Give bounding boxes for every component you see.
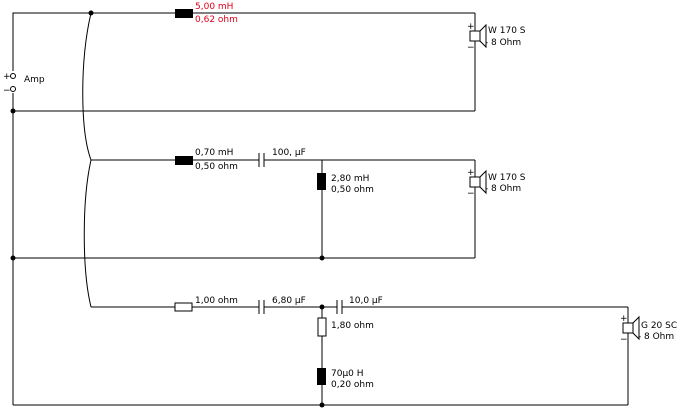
branch1-speaker-dash: - bbox=[485, 38, 488, 48]
speaker-magnet-icon bbox=[469, 30, 481, 42]
branch3-shunt-resistor bbox=[317, 317, 327, 337]
amp-minus-sign: − bbox=[3, 86, 11, 96]
branch3-speaker-impedance: 8 Ohm bbox=[644, 332, 674, 342]
amp-minus-terminal bbox=[10, 86, 16, 92]
amp-plus-wire bbox=[12, 12, 91, 71]
branch1-speaker-minus: − bbox=[467, 43, 475, 53]
branch3-shunt-inductor bbox=[317, 368, 326, 385]
branch2-speaker-name: W 170 S bbox=[488, 173, 526, 183]
feed-curve bbox=[82, 12, 92, 308]
branch2-speaker-plus: + bbox=[467, 168, 475, 178]
branch3-shunt-inductor-value: 70µ0 H bbox=[331, 369, 364, 379]
branch3-capacitor1-value: 6,80 µF bbox=[272, 296, 306, 306]
branch2-series-inductor-resistance: 0,50 ohm bbox=[195, 162, 238, 172]
branch1-speaker-name: W 170 S bbox=[488, 26, 526, 36]
speaker-magnet-icon bbox=[469, 176, 481, 188]
branch2-speaker-minus: − bbox=[467, 189, 475, 199]
speaker-magnet-icon bbox=[622, 322, 634, 334]
speaker-cone-icon bbox=[632, 315, 640, 341]
branch3-series-resistor bbox=[174, 302, 193, 312]
branch2-series-inductor-value: 0,70 mH bbox=[195, 148, 233, 158]
speaker-cone-icon bbox=[479, 169, 487, 195]
branch3-shunt-resistor-value: 1,80 ohm bbox=[331, 321, 374, 331]
speaker-cone-icon bbox=[479, 23, 487, 49]
amp-plus-sign: + bbox=[3, 72, 11, 82]
branch1-inductor-value: 5,00 mH bbox=[195, 2, 233, 12]
branch2-speaker-impedance: 8 Ohm bbox=[491, 184, 521, 194]
branch3-speaker-minus: − bbox=[620, 335, 628, 345]
branch1-speaker-plus: + bbox=[467, 22, 475, 32]
branch2-shunt-inductor-value: 2,80 mH bbox=[331, 174, 369, 184]
branch2-speaker bbox=[469, 169, 487, 195]
branch2-series-inductor bbox=[175, 156, 193, 165]
branch3-speaker bbox=[622, 315, 640, 341]
amp-label: Amp bbox=[24, 75, 45, 85]
amp-terminals: + − Amp bbox=[3, 12, 91, 405]
branch3-speaker-plus: + bbox=[620, 314, 628, 324]
branch2-capacitor-value: 100, µF bbox=[272, 148, 306, 158]
branch3-capacitor2-value: 10,0 µF bbox=[349, 296, 383, 306]
branch2-shunt-inductor-resistance: 0,50 ohm bbox=[331, 185, 374, 195]
branch-2: 0,70 mH 0,50 ohm 100, µF 2,80 mH 0,50 oh… bbox=[13, 148, 526, 259]
branch2-shunt-inductor bbox=[317, 173, 326, 190]
branch1-inductor bbox=[175, 9, 193, 18]
branch3-speaker-dash: - bbox=[638, 332, 641, 342]
branch1-inductor-resistance: 0,62 ohm bbox=[195, 15, 238, 25]
branch-1: 5,00 mH 0,62 ohm + − W 170 S - 8 Ohm bbox=[13, 2, 526, 112]
branch3-shunt-inductor-resistance: 0,20 ohm bbox=[331, 380, 374, 390]
branch3-speaker-name: G 20 SC bbox=[641, 321, 677, 331]
amp-plus-terminal bbox=[10, 73, 16, 79]
branch1-speaker bbox=[469, 23, 487, 49]
branch-3: 1,00 ohm 6,80 µF 10,0 µF 1,80 ohm 70µ0 H… bbox=[13, 296, 677, 406]
branch1-speaker-impedance: 8 Ohm bbox=[491, 38, 521, 48]
branch2-speaker-dash: - bbox=[485, 184, 488, 194]
branch3-series-resistor-value: 1,00 ohm bbox=[195, 296, 238, 306]
